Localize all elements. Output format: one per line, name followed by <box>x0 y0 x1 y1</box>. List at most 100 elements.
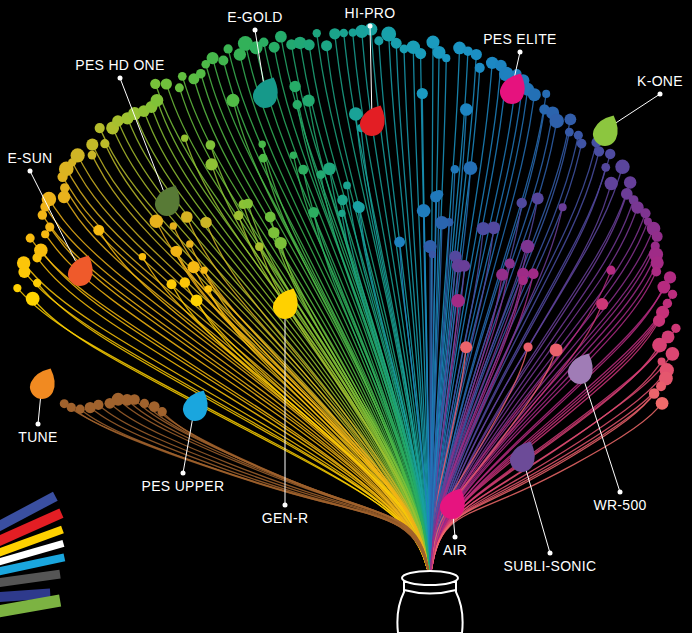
ink-dot <box>45 222 54 231</box>
ink-dot <box>188 261 200 273</box>
leader-stroke <box>613 94 660 125</box>
leader-stroke <box>183 415 193 473</box>
branch-line <box>100 128 430 578</box>
dot-group <box>13 23 680 417</box>
ink-dot <box>255 242 264 251</box>
ink-dot <box>424 240 437 253</box>
ink-dot <box>26 234 35 243</box>
leader-dot <box>548 551 553 556</box>
leader-dot <box>658 92 663 97</box>
ink-dot <box>289 81 300 92</box>
ink-drop <box>26 363 61 403</box>
branch-line <box>295 86 430 578</box>
branch-line <box>99 230 430 578</box>
ink-dot <box>601 163 610 172</box>
ink-drop <box>589 110 624 150</box>
ink-dot <box>657 281 670 294</box>
branch-line <box>314 212 430 578</box>
ink-dot <box>477 222 490 235</box>
ink-dot <box>652 231 663 242</box>
ink-dot <box>275 31 287 43</box>
ink-dot <box>206 140 216 150</box>
ink-dot <box>175 83 184 92</box>
leader-line <box>28 169 76 262</box>
bottle-outline <box>397 571 462 633</box>
branch-line <box>90 408 430 578</box>
ink-dot <box>76 405 85 414</box>
ink-dot <box>338 210 345 217</box>
leader-line <box>118 76 164 191</box>
ink-dot <box>666 347 680 361</box>
leader-dot <box>28 169 33 174</box>
ink-dot <box>86 139 98 151</box>
ink-dot <box>67 403 76 412</box>
leader-dot <box>118 76 123 81</box>
ink-dot <box>464 161 478 175</box>
ink-dot <box>528 88 541 101</box>
branch-line <box>430 379 666 578</box>
ink-dot <box>58 191 70 203</box>
ink-dot <box>170 222 177 229</box>
branch-line <box>50 227 430 578</box>
ink-dot <box>259 154 268 163</box>
ink-dot <box>268 227 279 238</box>
ink-dot <box>323 162 336 175</box>
leader-dot <box>368 24 373 29</box>
ink-dot <box>577 139 587 149</box>
ink-dot <box>258 140 265 147</box>
color-swatch-fan <box>0 492 65 619</box>
ink-dot <box>605 177 618 190</box>
ink-dot <box>201 267 208 274</box>
drop-group <box>26 68 624 523</box>
ink-dot <box>181 135 188 142</box>
branch-line <box>98 405 430 578</box>
ink-dot <box>93 225 104 236</box>
ink-dot <box>200 217 211 228</box>
branch-line <box>71 407 430 578</box>
ink-dot <box>139 253 146 260</box>
ink-dot <box>596 298 608 310</box>
product-label: E-SUN <box>4 149 55 167</box>
ink-dot <box>259 38 268 47</box>
branch-line <box>430 132 569 578</box>
product-label: E-GOLD <box>224 8 285 26</box>
ink-dot <box>151 94 164 107</box>
branch-line <box>210 145 430 578</box>
ink-dot <box>313 29 321 37</box>
ink-dot <box>204 285 212 293</box>
ink-dot <box>417 88 428 99</box>
ink-dot <box>339 29 348 38</box>
product-label: GEN-R <box>259 509 312 527</box>
ink-dot <box>337 195 348 206</box>
ink-dot <box>528 268 539 279</box>
branch-line <box>156 221 430 578</box>
branch-line <box>190 244 430 578</box>
leader-line <box>283 313 288 508</box>
branch-line <box>197 300 430 578</box>
leader-dot <box>181 471 186 476</box>
branch-line <box>233 100 430 578</box>
ink-dot <box>559 203 567 211</box>
bottle-body <box>397 582 462 633</box>
ink-dot <box>100 139 109 148</box>
ink-dot <box>71 148 85 162</box>
branch-line <box>430 321 659 578</box>
ink-dot <box>166 279 176 289</box>
ink-dot <box>38 210 47 219</box>
product-label: K-ONE <box>634 72 686 90</box>
swatch-strip <box>0 570 61 591</box>
branch-line <box>430 151 599 578</box>
ink-dot <box>269 42 280 53</box>
ink-dot <box>606 266 615 275</box>
ink-dot <box>532 193 544 205</box>
branch-line <box>127 118 430 578</box>
ink-dot <box>308 207 319 218</box>
ink-dot <box>13 284 21 292</box>
ink-dot <box>365 23 378 36</box>
ink-dot <box>150 215 163 228</box>
ink-dot <box>265 212 276 223</box>
ink-drop <box>496 68 531 108</box>
leader-dot <box>253 28 258 33</box>
ink-dot <box>157 407 166 416</box>
